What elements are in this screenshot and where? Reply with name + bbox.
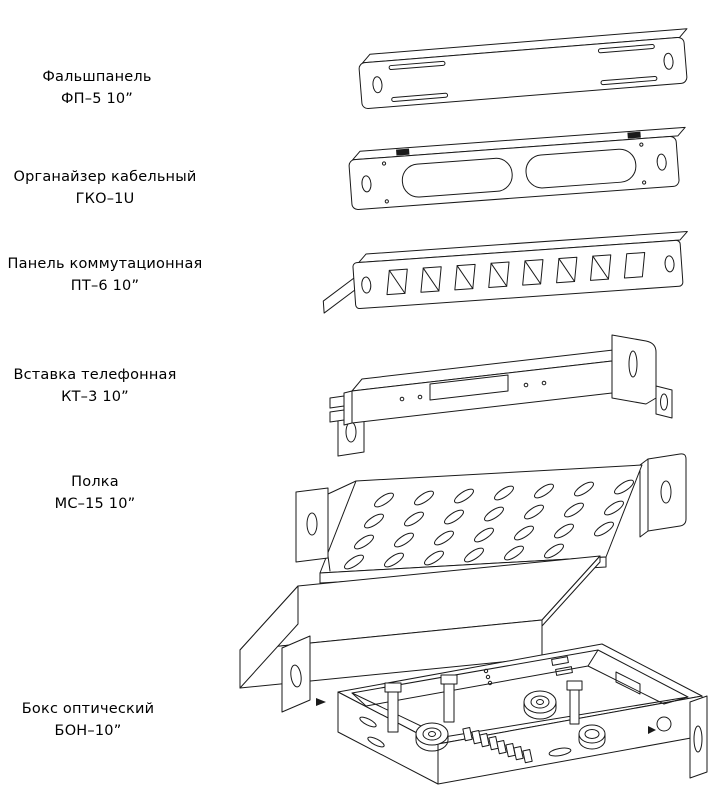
optical-box-drawing	[239, 555, 708, 785]
label-cable-organizer: Органайзер кабельный ГКО–1U	[10, 166, 200, 210]
label-patch-panel: Панель коммутационная ПТ–6 10”	[5, 253, 205, 297]
patch-panel-drawing	[322, 231, 688, 314]
component-name: Вставка телефонная	[13, 367, 177, 383]
component-model: БОН–10”	[54, 723, 122, 739]
component-name: Бокс оптический	[21, 701, 155, 717]
component-name: Фальшпанель	[42, 69, 152, 85]
component-model: МС–15 10”	[54, 496, 136, 512]
shelf-drawing	[295, 453, 687, 584]
cable-organizer-drawing	[348, 126, 686, 211]
phone-insert-drawing	[329, 334, 673, 457]
component-model: ГКО–1U	[75, 191, 135, 207]
label-phone-insert: Вставка телефонная КТ–3 10”	[0, 364, 190, 408]
blank-panel-drawing	[358, 28, 688, 110]
component-name: Органайзер кабельный	[13, 169, 197, 185]
component-model: ФП–5 10”	[60, 91, 134, 107]
component-name: Панель коммутационная	[7, 256, 203, 272]
label-blank-panel: Фальшпанель ФП–5 10”	[2, 66, 192, 110]
component-model: КТ–3 10”	[61, 389, 129, 405]
label-shelf: Полка МС–15 10”	[0, 471, 190, 515]
component-model: ПТ–6 10”	[70, 278, 140, 294]
label-optical-box: Бокс оптический БОН–10”	[0, 698, 176, 742]
component-name: Полка	[71, 474, 119, 490]
